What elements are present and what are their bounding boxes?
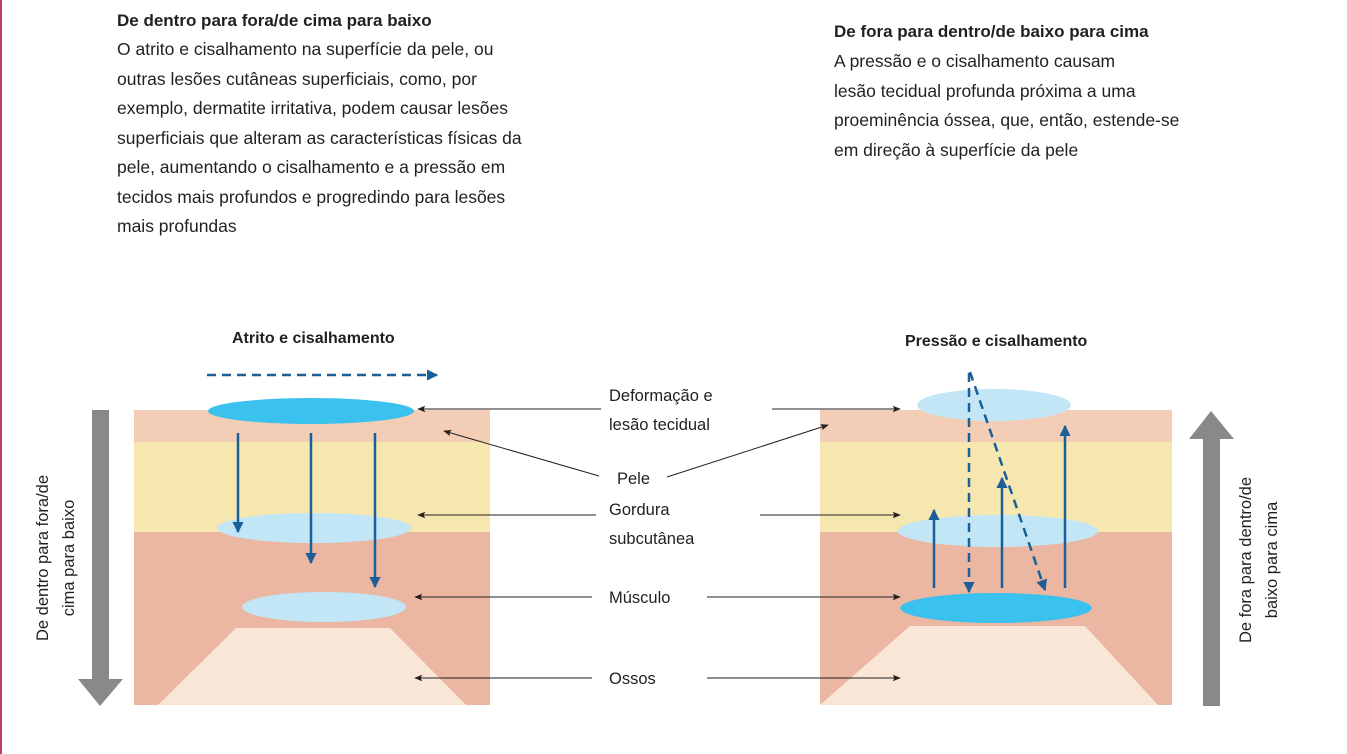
left-paragraph-line: O atrito e cisalhamento na superfície da… [117,39,494,59]
right-paragraph-line: lesão tecidual profunda próxima a uma [834,80,1136,101]
right-paragraph: A pressão e o cisalhamento causam lesão … [834,47,1294,165]
right-paragraph-line: proeminência óssea, que, então, estende-… [834,110,1180,130]
label-gordura-line1: Gordura [609,501,670,519]
left-paragraph-line: pele, aumentando o cisalhamento e a pres… [117,157,506,177]
gray-down-arrow [78,410,123,706]
label-musculo: Músculo [609,589,670,607]
right-description: De fora para dentro/de baixo para cima A… [834,21,1294,165]
right-bone [820,626,1158,705]
gray-up-arrow [1189,411,1234,706]
left-diagram-title: Atrito e cisalhamento [232,330,395,347]
right-heading: De fora para dentro/de baixo para cima [834,22,1149,41]
left-tissue-block [134,369,490,705]
right-side-caption-line2: baixo para cima [1263,501,1281,618]
left-margin-rule [0,0,2,754]
right-side-caption-line1: De fora para dentro/de [1237,477,1255,643]
label-deformacao-line1: Deformação e [609,387,713,405]
left-paragraph-line: superficiais que alteram as característi… [117,127,522,148]
left-paragraph-line: tecidos mais profundos e progredindo par… [117,186,506,207]
right-lesion-fat [898,515,1098,547]
left-lesion-surface [208,398,414,424]
label-pele: Pele [617,470,650,488]
left-heading: De dentro para fora/de cima para baixo [117,11,432,30]
right-paragraph-line: em direção à superfície da pele [834,139,1079,160]
left-description: De dentro para fora/de cima para baixo O… [117,10,597,242]
left-lesion-fat [217,513,411,543]
left-bone [158,628,466,705]
right-lesion-muscle [900,593,1092,623]
left-side-caption-line2: cima para baixo [60,500,78,616]
label-deformacao-line2: lesão tecidual [609,416,710,434]
left-paragraph-line: exemplo, dermatite irritativa, podem cau… [117,98,509,118]
left-paragraph-line: mais profundas [117,216,237,236]
left-side-caption-line1: De dentro para fora/de [34,475,52,641]
left-lesion-muscle [242,592,406,622]
label-gordura-line2: subcutânea [609,530,695,548]
right-diagram-title: Pressão e cisalhamento [905,333,1088,350]
label-ossos: Ossos [609,670,656,688]
right-lesion-surface [917,389,1071,421]
right-tissue-block [820,371,1172,705]
left-paragraph-line: outras lesões cutâneas superficiais, com… [117,68,477,89]
right-shear-arrow [968,371,1048,592]
right-paragraph-line: A pressão e o cisalhamento causam [834,51,1116,71]
pointer-lines [414,405,901,682]
left-paragraph: O atrito e cisalhamento na superfície da… [117,35,597,242]
